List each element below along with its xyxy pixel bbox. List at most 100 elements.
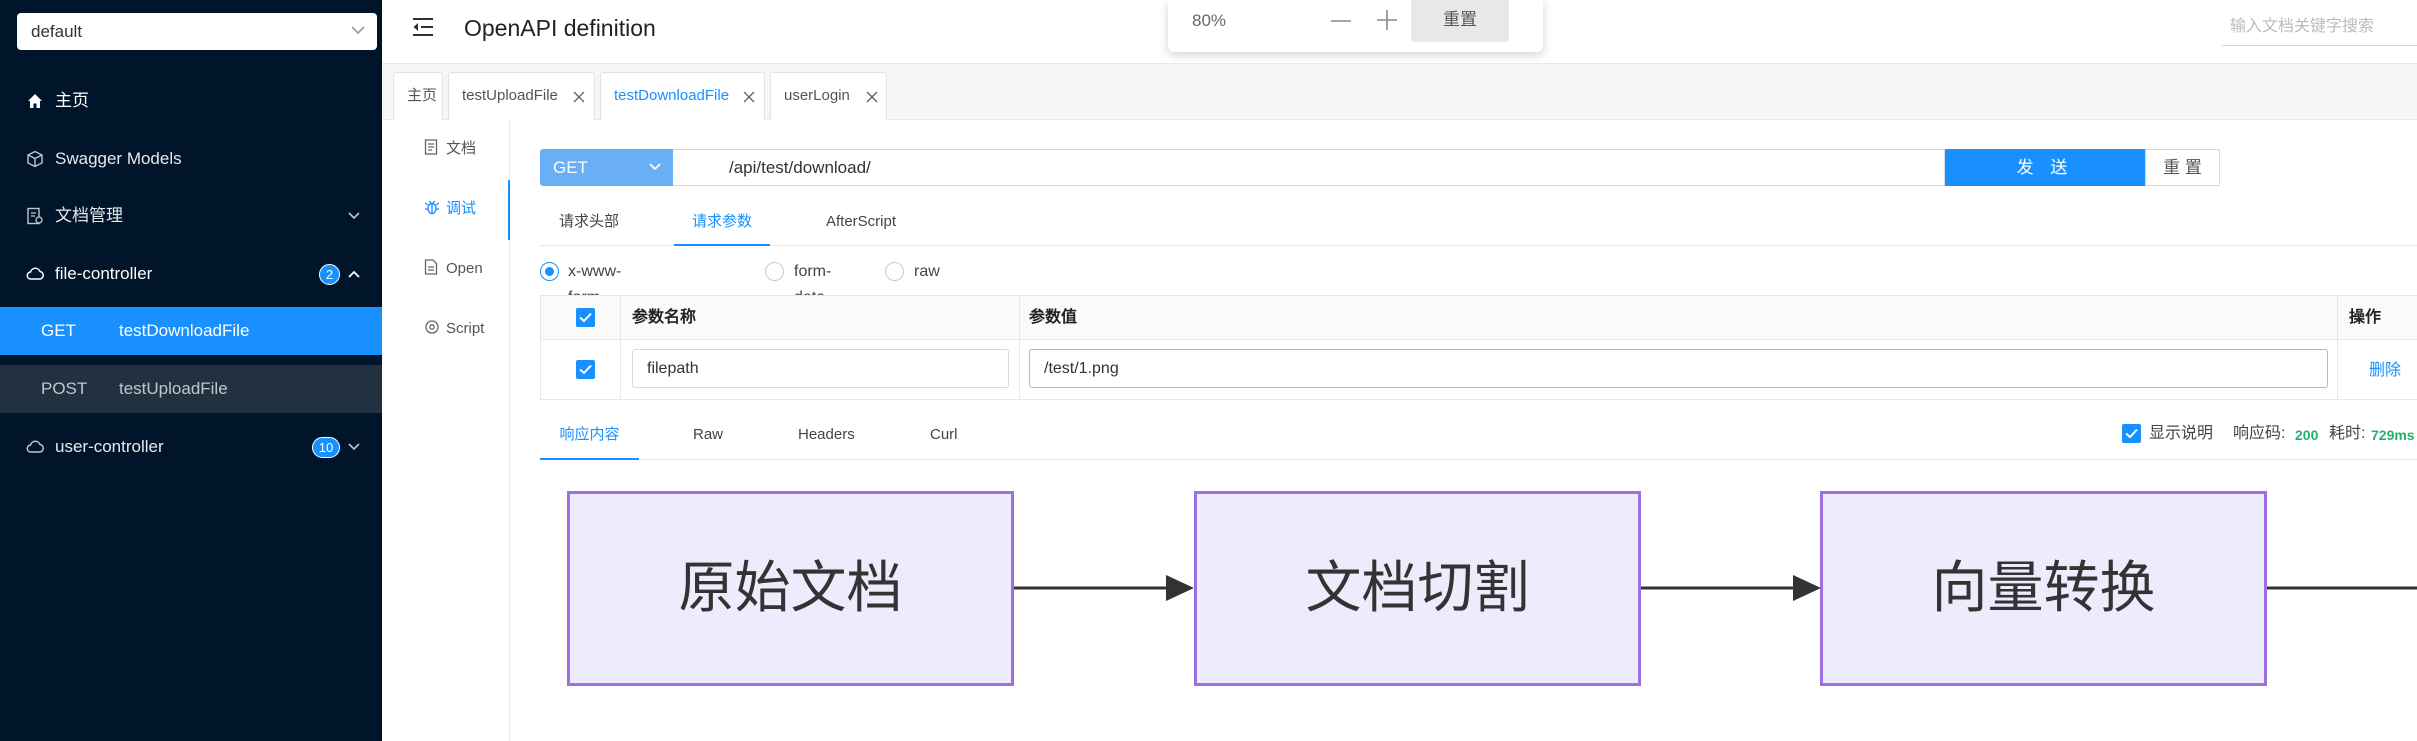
chevron-down-icon xyxy=(649,163,661,171)
table-header xyxy=(540,296,2417,340)
column-header-value: 参数值 xyxy=(1029,309,1078,326)
method-select[interactable]: GET xyxy=(540,149,673,186)
reset-button[interactable]: 重 置 xyxy=(2145,149,2220,186)
flow-step-box: 向量转换 xyxy=(1820,491,2267,686)
flow-arrow xyxy=(1014,575,1194,601)
tab-userlogin[interactable]: userLogin xyxy=(770,72,887,120)
doc-search-input[interactable]: 输入文档关键字搜索 xyxy=(2222,12,2417,46)
show-description-label: 显示说明 xyxy=(2149,425,2214,442)
close-icon[interactable] xyxy=(866,91,878,103)
param-value-input[interactable]: /test/1.png xyxy=(1029,349,2328,388)
count-badge: 10 xyxy=(312,437,340,458)
chevron-down-icon xyxy=(348,443,360,451)
method-value: GET xyxy=(553,158,588,177)
sidebar-item-label: file-controller xyxy=(55,264,153,283)
sidebar-item-user-controller[interactable]: user-controller 10 xyxy=(0,418,382,476)
close-icon[interactable] xyxy=(743,91,755,103)
code-settings-icon xyxy=(425,320,439,334)
delete-param-link[interactable]: 删除 xyxy=(2369,362,2402,379)
column-header-op: 操作 xyxy=(2349,309,2382,326)
zoom-out-icon[interactable] xyxy=(1330,11,1352,31)
tab-home[interactable]: 主页 xyxy=(393,72,443,120)
mode-tab-doc[interactable]: 文档 xyxy=(382,120,510,180)
tab-request-headers[interactable]: 请求头部 xyxy=(559,213,620,230)
tab-response-headers[interactable]: Headers xyxy=(798,426,855,443)
mode-tab-label: Script xyxy=(446,320,485,337)
tab-afterscript[interactable]: AfterScript xyxy=(826,213,897,230)
check-icon xyxy=(579,312,592,323)
tab-response-content[interactable]: 响应内容 xyxy=(540,410,639,460)
sidebar-item-label: 主页 xyxy=(55,91,89,110)
operation-item-testuploadfile[interactable]: POST testUploadFile xyxy=(0,365,382,413)
check-icon xyxy=(579,364,592,375)
document-settings-icon xyxy=(27,207,43,225)
operation-path: testDownloadFile xyxy=(119,321,250,340)
tab-request-params[interactable]: 请求参数 xyxy=(674,199,770,246)
mode-tab-label: Open xyxy=(446,260,483,277)
zoom-panel: 80% 重置 xyxy=(1168,0,1543,52)
flow-arrow xyxy=(2267,586,2417,590)
sidebar-item-swagger-models[interactable]: Swagger Models xyxy=(0,130,382,188)
bug-icon xyxy=(424,200,440,215)
url-input[interactable]: /api/test/download/ xyxy=(673,149,1945,186)
flow-step-box: 文档切割 xyxy=(1194,491,1641,686)
mode-tab-label: 调试 xyxy=(446,200,477,217)
zoom-reset-button[interactable]: 重置 xyxy=(1411,0,1509,42)
elapsed-time-value: 729ms xyxy=(2371,427,2415,443)
status-code-label: 响应码: xyxy=(2233,425,2286,442)
sidebar: default 主页 Swagger Models 文档管理 file-cont… xyxy=(0,0,382,741)
tab-testdownloadfile[interactable]: testDownloadFile xyxy=(600,72,765,120)
mode-tab-debug[interactable]: 调试 xyxy=(382,180,510,240)
sidebar-item-home[interactable]: 主页 xyxy=(0,72,382,130)
param-name-input[interactable]: filepath xyxy=(632,349,1009,388)
radio-form-data[interactable] xyxy=(765,262,784,281)
radio-urlencoded[interactable] xyxy=(540,262,559,281)
select-all-checkbox[interactable] xyxy=(576,308,595,327)
cube-icon xyxy=(27,150,43,168)
radio-label: raw xyxy=(914,263,940,280)
send-button[interactable]: 发 送 xyxy=(1945,149,2145,186)
elapsed-time-label: 耗时: xyxy=(2329,425,2366,442)
menu-fold-icon[interactable] xyxy=(412,17,434,37)
params-table: 参数名称 参数值 操作 filepath /test/1.png 删除 xyxy=(540,295,2417,400)
mode-tab-label: 文档 xyxy=(446,140,477,157)
flow-arrow xyxy=(1641,575,1821,601)
home-icon xyxy=(28,94,42,108)
tab-response-curl[interactable]: Curl xyxy=(930,426,958,443)
tab-label: testUploadFile xyxy=(462,87,558,104)
operation-item-testdownloadfile[interactable]: GET testDownloadFile xyxy=(0,307,382,355)
cloud-icon xyxy=(26,267,44,280)
mode-tab-open[interactable]: Open xyxy=(382,240,510,300)
radio-raw[interactable] xyxy=(885,262,904,281)
file-text-icon xyxy=(424,259,438,275)
tab-label: testDownloadFile xyxy=(614,87,730,104)
show-description-checkbox[interactable] xyxy=(2122,424,2141,443)
tab-testuploadfile[interactable]: testUploadFile xyxy=(448,72,595,120)
group-select[interactable]: default xyxy=(17,13,377,50)
sidebar-item-label: Swagger Models xyxy=(55,149,182,168)
count-badge: 2 xyxy=(319,264,340,285)
mode-tab-script[interactable]: Script xyxy=(382,300,510,360)
tab-label: 主页 xyxy=(407,87,438,104)
response-tabs: 响应内容 Raw Headers Curl xyxy=(540,410,2417,460)
group-select-value: default xyxy=(31,22,83,41)
operation-path: testUploadFile xyxy=(119,379,228,398)
zoom-in-icon[interactable] xyxy=(1376,9,1398,31)
close-icon[interactable] xyxy=(573,91,585,103)
operation-method: POST xyxy=(41,379,88,398)
sidebar-item-doc-manage[interactable]: 文档管理 xyxy=(0,187,382,245)
row-checkbox[interactable] xyxy=(576,360,595,379)
document-icon xyxy=(424,139,438,155)
app-title: OpenAPI definition xyxy=(464,15,656,41)
sidebar-item-file-controller[interactable]: file-controller 2 xyxy=(0,245,382,303)
doc-mode-tabs: 文档 调试 Open Script xyxy=(382,120,510,741)
sidebar-item-label: 文档管理 xyxy=(55,206,123,225)
chevron-down-icon xyxy=(351,26,365,35)
tab-label: userLogin xyxy=(784,87,850,104)
tab-response-raw[interactable]: Raw xyxy=(693,426,724,443)
request-tabs: 请求头部 请求参数 AfterScript xyxy=(540,199,2417,246)
chevron-down-icon xyxy=(348,212,360,220)
flow-step-box: 原始文档 xyxy=(567,491,1014,686)
page-tabs: 主页 testUploadFile testDownloadFile userL… xyxy=(382,64,2417,120)
operation-method: GET xyxy=(41,321,76,340)
